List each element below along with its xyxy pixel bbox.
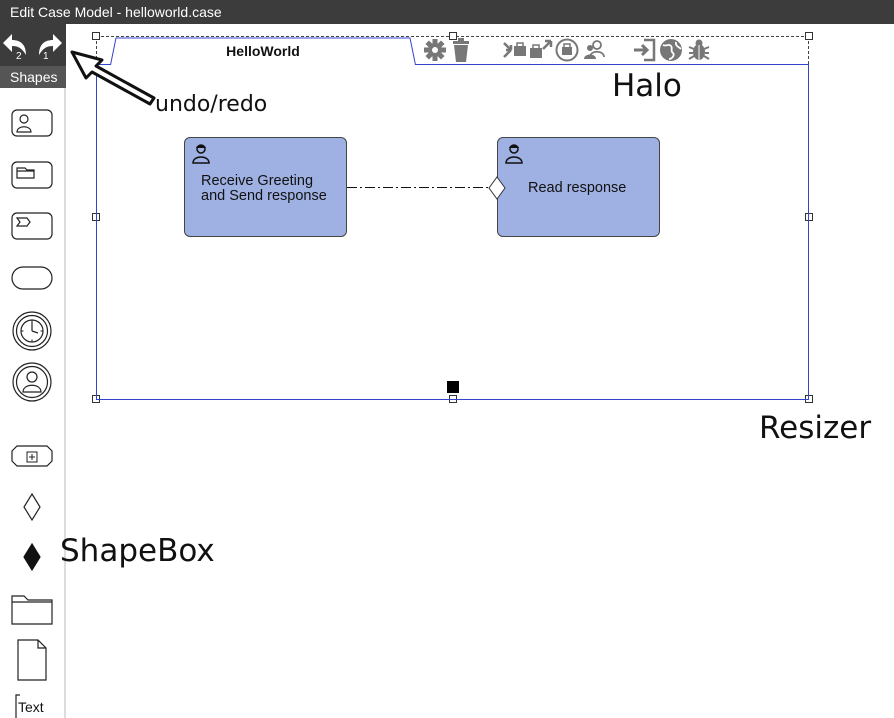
user-event-icon[interactable] xyxy=(8,361,56,403)
sentry-connector[interactable] xyxy=(347,186,489,189)
resize-handle-n[interactable] xyxy=(449,32,457,40)
case-input-icon[interactable] xyxy=(554,37,580,63)
debug-bug-icon[interactable] xyxy=(686,37,712,63)
resize-handle-ne[interactable] xyxy=(805,32,813,40)
undo-icon xyxy=(3,34,26,55)
undo-button[interactable]: 2 xyxy=(2,28,32,62)
undo-redo-toolbar: 2 1 xyxy=(0,24,66,66)
deploy-icon[interactable] xyxy=(632,37,658,63)
case-file-item-icon[interactable] xyxy=(8,592,56,628)
task-label: Read response xyxy=(528,180,627,196)
planning-table-icon[interactable] xyxy=(8,638,56,682)
roles-icon[interactable] xyxy=(582,37,608,63)
entry-criterion-icon[interactable] xyxy=(8,492,56,522)
redo-icon xyxy=(39,34,62,55)
human-task-user-icon xyxy=(192,144,210,164)
task-receive-greeting[interactable]: Receive Greeting and Send response xyxy=(184,137,347,237)
redo-count: 1 xyxy=(43,51,49,62)
connector-out-icon[interactable] xyxy=(528,37,554,63)
task-read-response[interactable]: Read response xyxy=(497,137,660,237)
entry-criterion-sentry[interactable] xyxy=(488,176,506,200)
process-task-icon[interactable] xyxy=(8,211,56,241)
case-plan-model[interactable] xyxy=(96,64,809,400)
task-label-line1: Receive Greeting xyxy=(201,173,314,189)
redo-button[interactable]: 1 xyxy=(33,28,63,62)
resize-handle-nw[interactable] xyxy=(92,32,100,40)
annotation-halo: Halo xyxy=(612,68,682,104)
exit-criterion-icon[interactable] xyxy=(8,542,56,572)
human-task-icon[interactable] xyxy=(8,108,56,138)
shape-box: Text xyxy=(0,88,66,718)
milestone-icon[interactable] xyxy=(8,263,56,293)
resizer-handle[interactable] xyxy=(447,381,459,393)
task-label-line2: and Send response xyxy=(201,188,327,204)
resize-handle-e[interactable] xyxy=(805,213,813,221)
annotation-undo-redo: undo/redo xyxy=(155,92,268,117)
delete-icon[interactable] xyxy=(450,37,472,63)
undo-count: 2 xyxy=(16,51,22,62)
text-annotation-icon[interactable]: Text xyxy=(8,692,56,718)
annotation-arrow xyxy=(70,50,156,106)
shapes-header: Shapes xyxy=(0,66,66,88)
case-task-icon[interactable] xyxy=(8,160,56,190)
debug-globe-icon[interactable] xyxy=(658,37,684,63)
connector-in-icon[interactable] xyxy=(502,37,528,63)
stage-icon[interactable] xyxy=(8,443,56,469)
annotation-shapebox: ShapeBox xyxy=(60,533,215,569)
window-title: Edit Case Model - helloworld.case xyxy=(0,0,894,24)
left-panel: 2 1 Shapes xyxy=(0,24,68,718)
text-annotation-label: Text xyxy=(18,699,44,715)
human-task-user-icon xyxy=(505,144,523,164)
timer-event-icon[interactable] xyxy=(8,310,56,352)
settings-icon[interactable] xyxy=(422,37,448,63)
case-plan-tab[interactable]: HelloWorld xyxy=(110,37,416,66)
case-plan-name: HelloWorld xyxy=(226,43,300,59)
annotation-resizer: Resizer xyxy=(759,410,872,446)
